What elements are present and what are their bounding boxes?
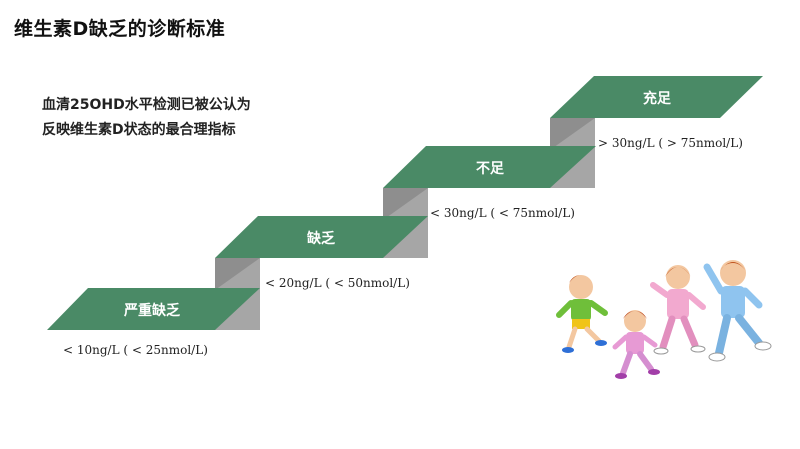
step-riser-shade-2	[383, 188, 428, 220]
step-label-sufficient: 充足	[643, 90, 672, 107]
page-title: 维生素D缺乏的诊断标准	[14, 18, 226, 40]
intro-line-1: 血清25OHD水平检测已被公认为	[42, 97, 251, 113]
child-blue-icon	[703, 260, 772, 362]
threshold-insufficient: < 30ng/L ( < 75nmol/L)	[430, 206, 575, 220]
child-pink-tall-icon	[650, 265, 706, 355]
threshold-sufficient: > 30ng/L ( > 75nmol/L)	[598, 136, 743, 150]
child-green-icon	[556, 275, 608, 353]
child-pink-small-icon	[612, 310, 660, 379]
children-running-illustration	[556, 260, 772, 379]
step-riser-shade-3	[550, 118, 595, 150]
step-label-insufficient: 不足	[476, 161, 505, 177]
step-riser-shade-1	[215, 258, 260, 290]
intro-line-2: 反映维生素D状态的最合理指标	[42, 122, 236, 138]
step-tread-severe	[47, 288, 260, 330]
intro-text: 血清25OHD水平检测已被公认为 反映维生素D状态的最合理指标	[42, 93, 251, 143]
step-tread-sufficient	[550, 76, 763, 118]
threshold-deficient: < 20ng/L ( < 50nmol/L)	[265, 276, 410, 290]
threshold-severe: < 10ng/L ( < 25nmol/L)	[63, 343, 208, 357]
step-label-severe: 严重缺乏	[123, 302, 180, 319]
step-tread-insufficient	[383, 146, 596, 188]
step-label-deficient: 缺乏	[307, 230, 335, 247]
step-tread-deficient	[215, 216, 428, 258]
